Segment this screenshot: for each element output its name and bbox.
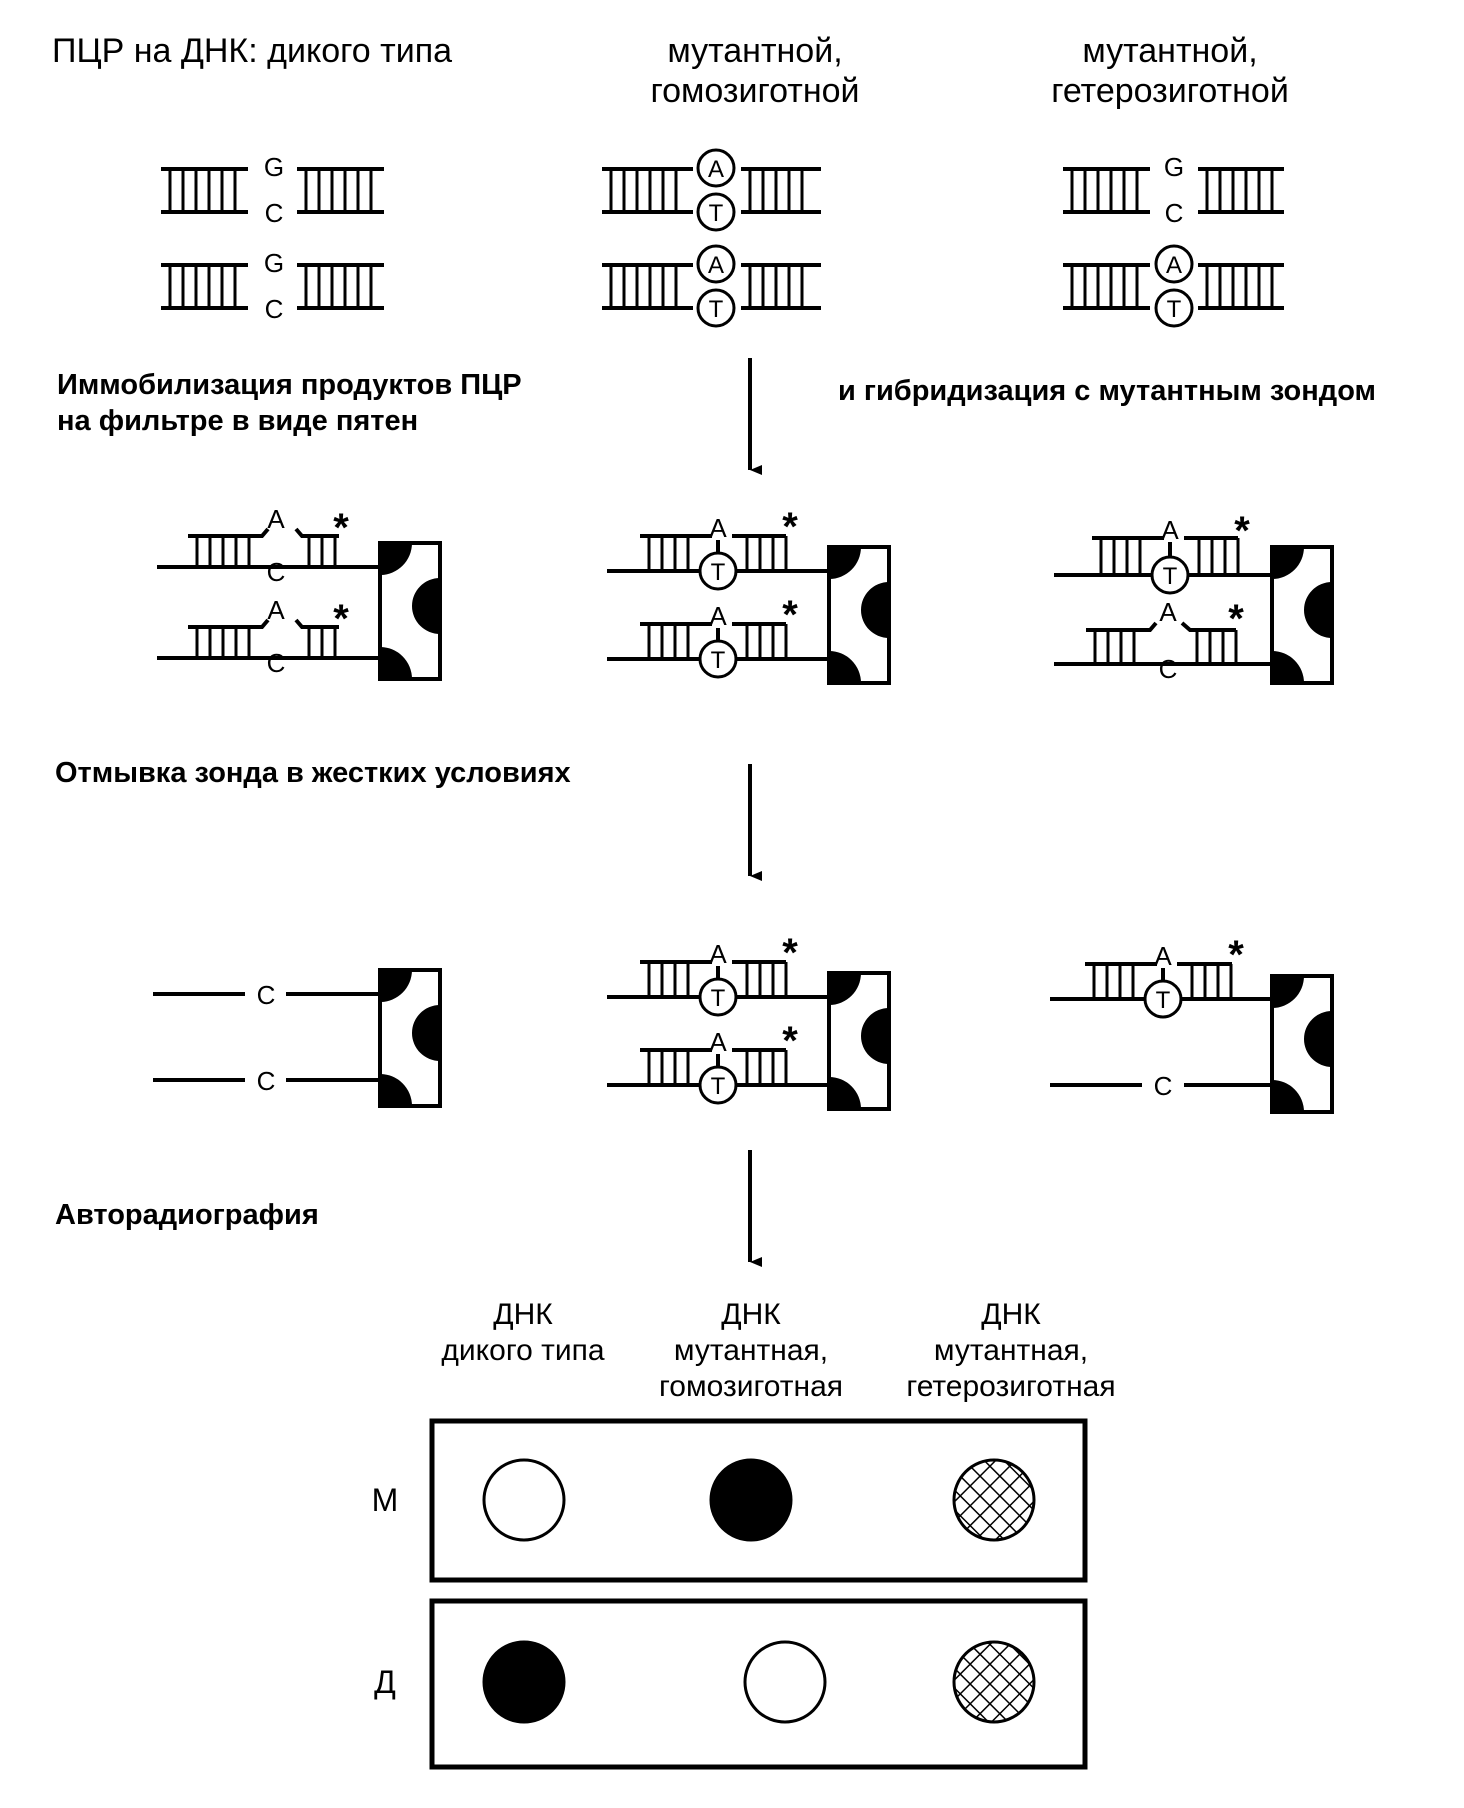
step-immobilization-line2: на фильтре в виде пятен <box>57 405 418 437</box>
base-g: G <box>1164 152 1184 182</box>
filter-spot-wild-type <box>378 541 442 681</box>
probe-label-asterisk: * <box>333 506 349 550</box>
spot-empty <box>743 1640 827 1724</box>
filter-spot-heterozygous-washed <box>1270 974 1334 1114</box>
base-t: T <box>711 1073 726 1100</box>
heterozygous-hybrid-mismatched: A C * <box>1054 597 1272 684</box>
step-autoradiography: Авторадиография <box>55 1199 319 1231</box>
spot-hatched <box>952 1458 1036 1542</box>
base-g: G <box>264 152 284 182</box>
result-col-heterozygous-line2: мутантная, <box>934 1334 1088 1367</box>
homozygous-hybrid-1: A T * <box>607 505 829 591</box>
base-c: C <box>1154 1071 1173 1101</box>
probe-label-asterisk: * <box>1234 509 1250 553</box>
filter-spot-wild-type-washed <box>378 968 442 1108</box>
header-homozygous-line1: мутантной, <box>667 32 842 70</box>
base-c: C <box>267 557 286 587</box>
base-t: T <box>1163 563 1178 590</box>
step-hybridization: и гибридизация с мутантным зондом <box>838 375 1376 407</box>
step-immobilization-line1: Иммобилизация продуктов ПЦР <box>57 369 522 401</box>
wild-type-duplex-2: G C <box>161 248 384 324</box>
base-c: C <box>267 648 286 678</box>
probe-label-asterisk: * <box>333 597 349 641</box>
heterozygous-washed-strand: C <box>1050 1071 1272 1101</box>
step-wash: Отмывка зонда в жестких условиях <box>55 757 571 789</box>
result-col-heterozygous-line3: гетерозиготная <box>906 1370 1115 1403</box>
base-a: A <box>708 252 724 279</box>
base-a: A <box>709 939 727 969</box>
base-t: T <box>711 985 726 1012</box>
base-a: A <box>708 156 724 183</box>
wild-type-hybrid-2: A C * <box>157 595 380 678</box>
base-t: T <box>709 200 724 227</box>
probe-label-asterisk: * <box>1228 597 1244 641</box>
heterozygous-hybrid-matched: A T * <box>1054 509 1272 595</box>
base-t: T <box>1167 296 1182 323</box>
wild-type-washed-strand-2: C <box>153 1066 380 1096</box>
base-t: T <box>711 647 726 674</box>
base-c: C <box>1159 654 1178 684</box>
result-col-heterozygous-line1: ДНК <box>981 1298 1041 1331</box>
result-row-label-d: Д <box>374 1664 396 1700</box>
result-col-homozygous-line2: мутантная, <box>674 1334 828 1367</box>
filter-spot-homozygous <box>827 545 891 685</box>
wild-type-hybrid-1: A C * <box>157 504 380 587</box>
probe-label-asterisk: * <box>782 931 798 975</box>
spot-hatched <box>952 1640 1036 1724</box>
base-c: C <box>265 198 284 228</box>
base-a: A <box>1166 252 1182 279</box>
result-col-homozygous-line1: ДНК <box>721 1298 781 1331</box>
base-a: A <box>709 601 727 631</box>
base-c: C <box>257 980 276 1010</box>
base-a: A <box>1154 941 1172 971</box>
homozygous-washed-hybrid-1: A T * <box>607 931 829 1017</box>
header-heterozygous-line2: гетерозиготной <box>1051 72 1289 110</box>
mutant-heterozygous-duplex-2: A T <box>1063 244 1284 328</box>
wild-type-duplex-1: G C <box>161 152 384 228</box>
result-row-label-m: М <box>372 1482 399 1518</box>
spot-filled <box>709 1458 793 1542</box>
homozygous-hybrid-2: A T * <box>607 593 829 679</box>
spot-filled <box>482 1640 566 1724</box>
base-c: C <box>257 1066 276 1096</box>
base-t: T <box>709 296 724 323</box>
base-g: G <box>264 248 284 278</box>
base-a: A <box>709 1027 727 1057</box>
header-pcr-label: ПЦР на ДНК: дикого типа <box>52 32 452 70</box>
base-t: T <box>1156 987 1171 1014</box>
probe-label-asterisk: * <box>782 593 798 637</box>
spot-empty <box>482 1458 566 1542</box>
result-col-wild-type-line1: ДНК <box>493 1298 553 1331</box>
mutant-heterozygous-duplex-1: G C <box>1063 152 1284 228</box>
mutant-homozygous-duplex-1: A T <box>602 148 821 232</box>
probe-label-asterisk: * <box>782 505 798 549</box>
base-a: A <box>1161 515 1179 545</box>
heterozygous-washed-hybrid: A T * <box>1050 933 1272 1019</box>
result-col-wild-type-line2: дикого типа <box>441 1334 604 1367</box>
base-c: C <box>1165 198 1184 228</box>
header-heterozygous-line1: мутантной, <box>1082 32 1257 70</box>
mutant-homozygous-duplex-2: A T <box>602 244 821 328</box>
probe-label-asterisk: * <box>782 1019 798 1063</box>
base-a: A <box>267 595 285 625</box>
filter-spot-heterozygous <box>1270 545 1334 685</box>
base-a: A <box>267 504 285 534</box>
base-c: C <box>265 294 284 324</box>
base-a: A <box>1159 597 1177 627</box>
header-homozygous-line2: гомозиготной <box>650 72 859 110</box>
result-col-homozygous-line3: гомозиготная <box>659 1370 843 1403</box>
filter-spot-homozygous-washed <box>827 971 891 1111</box>
wild-type-washed-strand-1: C <box>153 980 380 1010</box>
probe-label-asterisk: * <box>1228 933 1244 977</box>
base-a: A <box>709 513 727 543</box>
homozygous-washed-hybrid-2: A T * <box>607 1019 829 1105</box>
base-t: T <box>711 559 726 586</box>
